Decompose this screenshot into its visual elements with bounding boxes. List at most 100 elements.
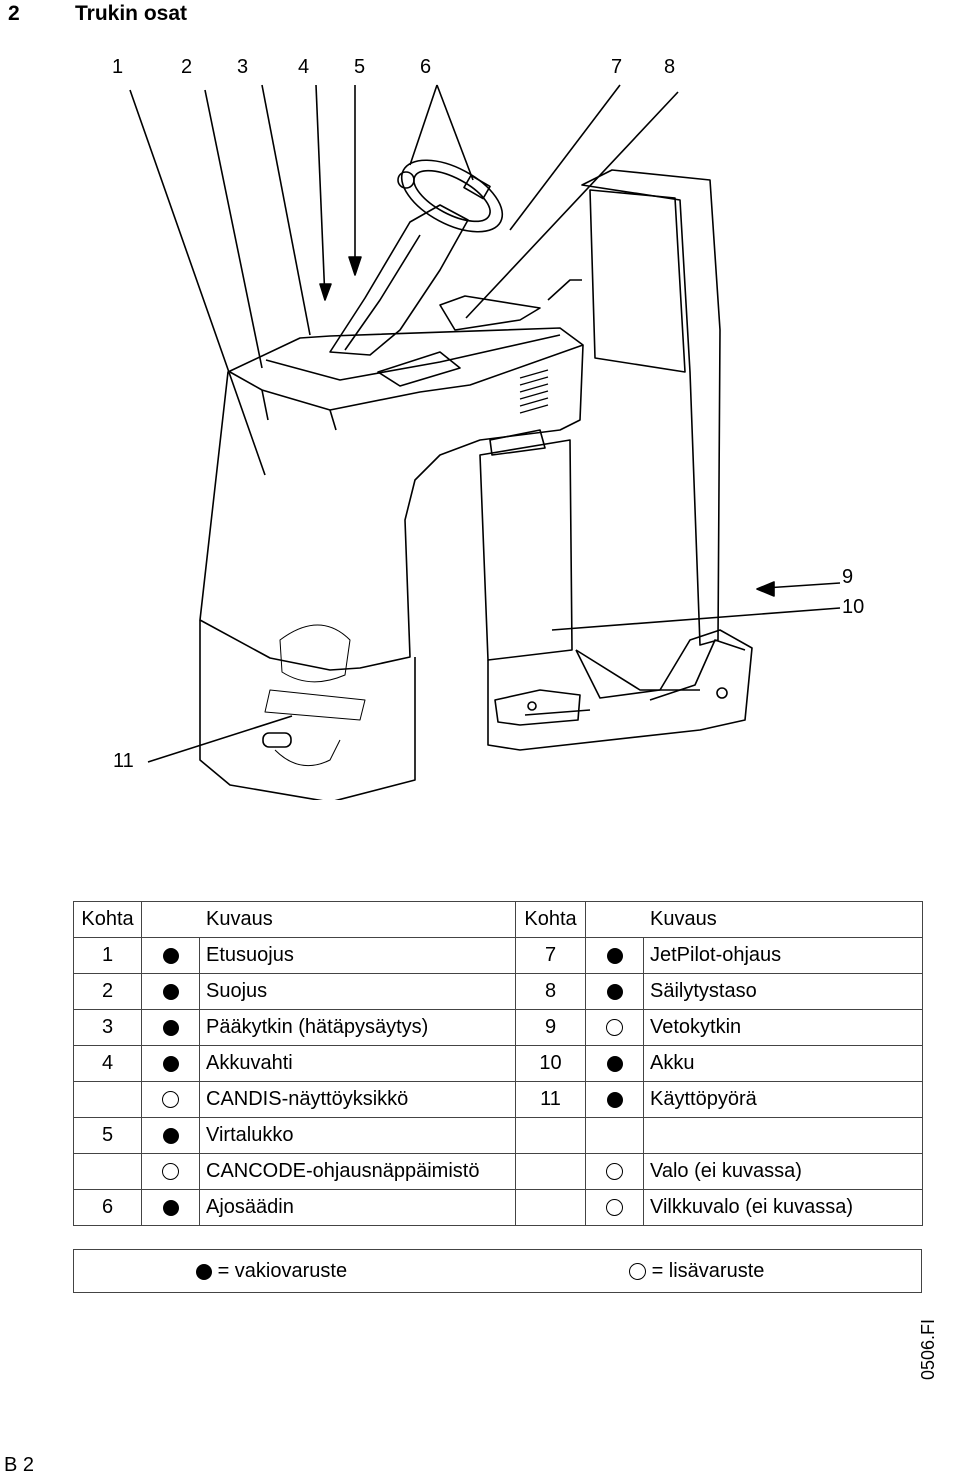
callout-1: 1 [112, 56, 124, 78]
right-item-number: 11 [515, 1081, 586, 1118]
left-item-description: Suojus [199, 973, 516, 1010]
left-item-description: Etusuojus [199, 937, 516, 974]
right-item-number [515, 1189, 586, 1226]
callout-11: 11 [113, 750, 134, 772]
left-item-description: Virtalukko [199, 1117, 516, 1154]
filled-circle-icon [606, 1091, 623, 1108]
truck-figure: 1 2 3 4 5 6 7 8 9 10 11 [0, 40, 960, 800]
right-item-description: JetPilot-ohjaus [643, 937, 923, 974]
left-equipment-symbol [141, 1153, 200, 1190]
filled-circle-icon [162, 1055, 179, 1072]
right-item-number: 10 [515, 1045, 586, 1082]
table-row: 6 Ajosäädin Vilkkuvalo (ei kuvassa) [73, 1189, 923, 1226]
left-item-description: CANDIS-näyttöyksikkö [199, 1081, 516, 1118]
header-kuvaus-right: Kuvaus [585, 901, 923, 938]
key-optional-label: = lisävaruste [651, 1260, 765, 1282]
callout-9: 9 [842, 566, 854, 588]
right-item-number: 8 [515, 973, 586, 1010]
right-item-description: Valo (ei kuvassa) [643, 1153, 923, 1190]
empty-circle-icon [629, 1263, 646, 1281]
left-equipment-symbol [141, 1045, 200, 1082]
left-item-number [73, 1153, 142, 1190]
left-equipment-symbol [141, 1009, 200, 1046]
right-item-description: Akku [643, 1045, 923, 1082]
key-standard: = vakiovaruste [196, 1260, 347, 1283]
document-code: 0506.FI [918, 1318, 938, 1380]
left-equipment-symbol [141, 973, 200, 1010]
section-number: 2 [8, 2, 20, 25]
header-kohta-right: Kohta [515, 901, 586, 938]
left-item-number: 5 [73, 1117, 142, 1154]
right-item-number [515, 1153, 586, 1190]
left-item-description: CANCODE-ohjausnäppäimistö [199, 1153, 516, 1190]
right-item-description: Säilytystaso [643, 973, 923, 1010]
header-kuvaus-left: Kuvaus [141, 901, 516, 938]
key-standard-label: = vakiovaruste [217, 1260, 348, 1282]
left-equipment-symbol [141, 1117, 200, 1154]
callout-3: 3 [237, 56, 249, 78]
left-item-number: 4 [73, 1045, 142, 1082]
filled-circle-icon [162, 1199, 179, 1216]
table-header-row: Kohta Kuvaus Kohta Kuvaus [73, 901, 923, 938]
callout-5: 5 [354, 56, 366, 78]
filled-circle-icon [162, 1127, 179, 1144]
key-optional: = lisävaruste [629, 1260, 764, 1283]
left-item-number: 3 [73, 1009, 142, 1046]
left-item-number [73, 1081, 142, 1118]
left-equipment-symbol [141, 1081, 200, 1118]
empty-circle-icon [162, 1163, 179, 1181]
callout-6: 6 [420, 56, 432, 78]
callout-10: 10 [842, 596, 865, 618]
right-equipment-symbol [585, 1153, 644, 1190]
empty-circle-icon [606, 1199, 623, 1217]
right-equipment-symbol [585, 937, 644, 974]
right-equipment-symbol [585, 1045, 644, 1082]
filled-circle-icon [606, 983, 623, 1000]
filled-circle-icon [606, 1055, 623, 1072]
empty-circle-icon [606, 1163, 623, 1181]
right-item-description: Käyttöpyörä [643, 1081, 923, 1118]
callout-4: 4 [298, 56, 310, 78]
filled-circle-icon [196, 1263, 212, 1280]
table-row: CANCODE-ohjausnäppäimistö Valo (ei kuvass… [73, 1153, 923, 1190]
left-item-description: Akkuvahti [199, 1045, 516, 1082]
left-item-number: 1 [73, 937, 142, 974]
callout-8: 8 [664, 56, 676, 78]
section-title: Trukin osat [75, 2, 188, 25]
callout-2: 2 [181, 56, 193, 78]
left-item-number: 6 [73, 1189, 142, 1226]
right-item-description: Vilkkuvalo (ei kuvassa) [643, 1189, 923, 1226]
symbol-key: = vakiovaruste = lisävaruste [73, 1249, 922, 1293]
left-equipment-symbol [141, 1189, 200, 1226]
filled-circle-icon [162, 947, 179, 964]
callout-7: 7 [611, 56, 623, 78]
filled-circle-icon [162, 983, 179, 1000]
page-number: B 2 [4, 1454, 35, 1476]
right-equipment-symbol [585, 1117, 644, 1154]
right-equipment-symbol [585, 1009, 644, 1046]
empty-circle-icon [606, 1019, 623, 1037]
table-row: 5 Virtalukko [73, 1117, 923, 1154]
right-equipment-symbol [585, 973, 644, 1010]
right-item-description [643, 1117, 923, 1154]
right-item-number [515, 1117, 586, 1154]
right-item-description: Vetokytkin [643, 1009, 923, 1046]
right-equipment-symbol [585, 1189, 644, 1226]
empty-circle-icon [162, 1091, 179, 1109]
filled-circle-icon [162, 1019, 179, 1036]
filled-circle-icon [606, 947, 623, 964]
header-kohta-left: Kohta [73, 901, 142, 938]
left-equipment-symbol [141, 937, 200, 974]
left-item-description: Ajosäädin [199, 1189, 516, 1226]
right-item-number: 7 [515, 937, 586, 974]
truck-illustration [129, 84, 841, 800]
right-item-number: 9 [515, 1009, 586, 1046]
right-equipment-symbol [585, 1081, 644, 1118]
